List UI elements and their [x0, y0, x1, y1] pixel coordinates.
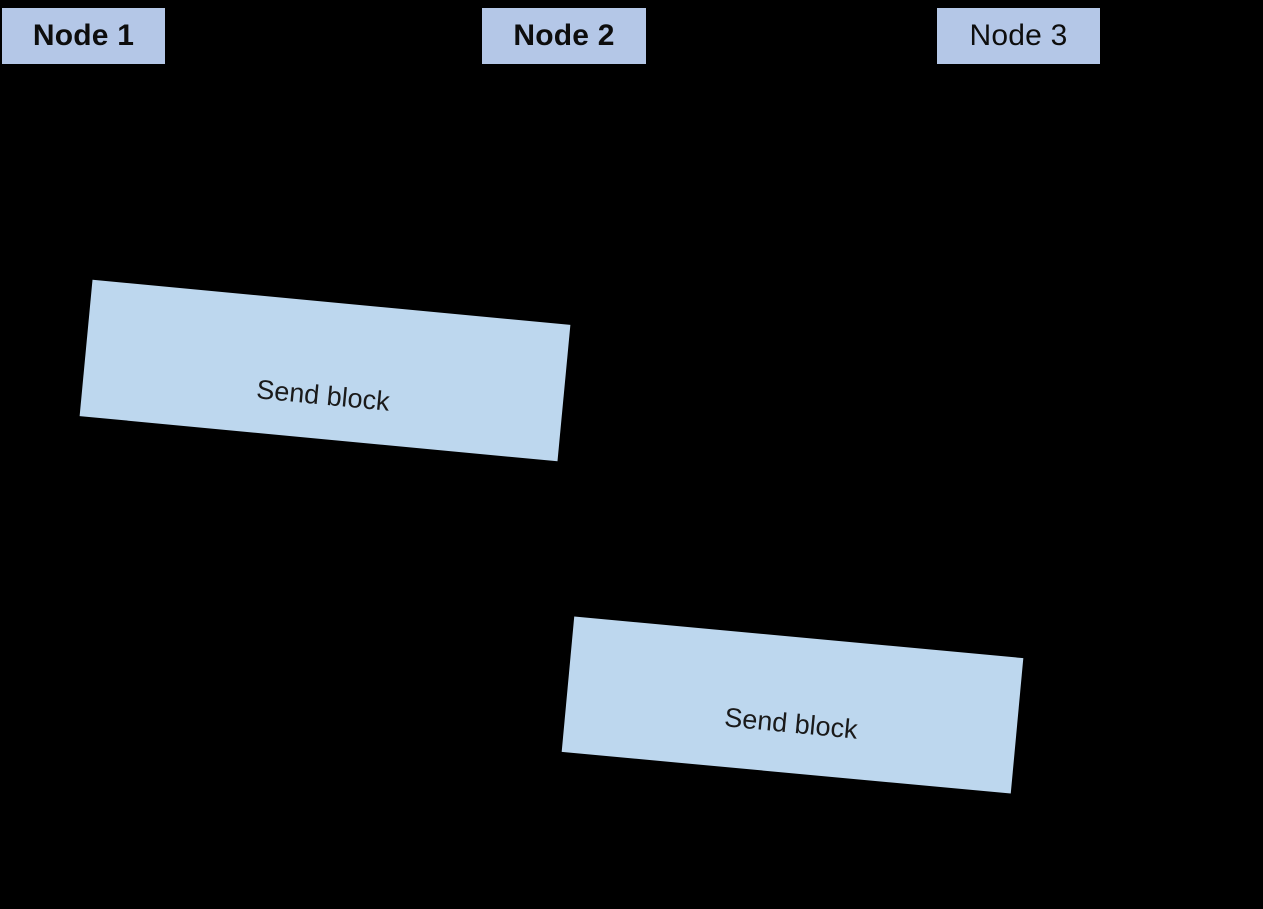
node-box-node-2[interactable]: Node 2 — [482, 8, 646, 64]
node-box-node-3[interactable]: Node 3 — [937, 8, 1100, 64]
node-label-node-1: Node 1 — [32, 19, 135, 52]
node-box-node-1[interactable]: Node 1 — [2, 8, 165, 64]
node-label-node-2: Node 2 — [513, 19, 615, 52]
node-label-node-3: Node 3 — [969, 19, 1068, 52]
message-block-1[interactable] — [79, 279, 571, 462]
message-block-2[interactable] — [561, 616, 1024, 794]
